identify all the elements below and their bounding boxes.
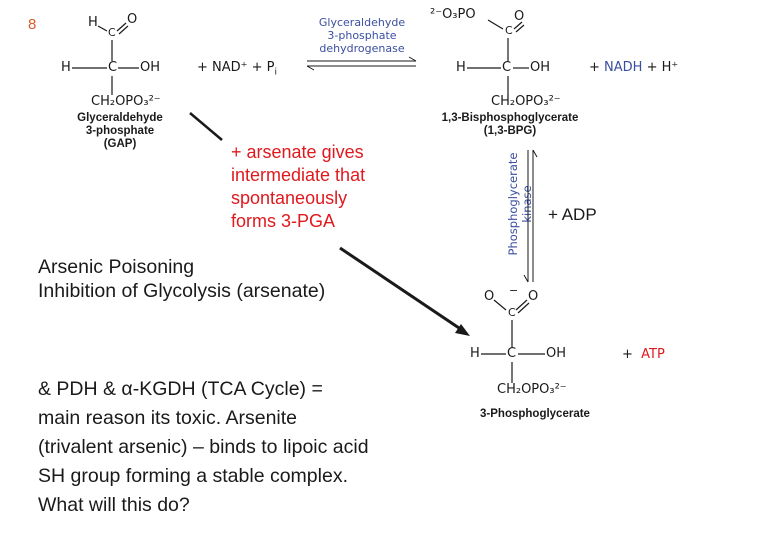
pgk-equilibrium-arrow <box>523 149 538 283</box>
pi-subscript: i <box>274 67 278 78</box>
reagents-nad-pi-text: + NAD⁺ + P <box>197 60 275 75</box>
bpg-oh: OH <box>530 60 551 75</box>
tca-text-line4: SH group forming a stable complex. <box>38 465 348 487</box>
pga-o-left: O <box>484 289 495 304</box>
bpg-bond-c-o-1 <box>513 21 523 30</box>
arsenate-note-line3: spontaneously <box>231 188 348 208</box>
pga-bond-o-left <box>493 299 507 311</box>
gap-bond-h-c <box>97 25 108 32</box>
arsenate-note-line2: intermediate that <box>231 165 366 185</box>
gap-name: Glyceraldehyde 3-phosphate (GAP) <box>72 112 168 151</box>
arsenate-bypass-arrow <box>339 246 470 336</box>
nadh-text: NADH <box>604 60 643 75</box>
slide-number: 8 <box>28 16 37 33</box>
arsenic-title: Arsenic Poisoning Inhibition of Glycolys… <box>38 255 325 303</box>
gap-bond-c-o-2 <box>118 25 129 35</box>
gap-bond-c-o-1 <box>116 22 127 32</box>
pga-c-mid: C <box>507 346 517 361</box>
gap-ch2-phosphate: CH₂OPO₃²⁻ <box>91 94 161 109</box>
bpg-h-left: H <box>456 60 466 75</box>
gap-c-mid: C <box>108 60 118 75</box>
gapdh-equilibrium-arrow <box>306 56 417 71</box>
bpg-c-mid: C <box>502 60 512 75</box>
atp-text: ATP <box>641 347 665 362</box>
pga-minus: − <box>509 284 519 297</box>
gap-carbonyl-c: C <box>108 26 116 39</box>
pga-ch2-phosphate: CH₂OPO₃²⁻ <box>497 382 567 397</box>
enzyme-gapdh-line2: 3-phosphate <box>327 29 397 42</box>
bpg-name-line2: (1,3-BPG) <box>483 125 537 137</box>
bpg-carbonyl-o: O <box>514 9 525 24</box>
adp-label: + ADP <box>548 205 597 224</box>
gap-name-line2: 3-phosphate <box>85 125 155 137</box>
gap-name-line3: (GAP) <box>103 138 137 150</box>
bpg-ch2-phosphate: CH₂OPO₃²⁻ <box>491 94 561 109</box>
gap-oh: OH <box>140 60 161 75</box>
pga-oh: OH <box>546 346 567 361</box>
bpg-bond-c-o-2 <box>515 24 525 33</box>
arsenate-note-line4: forms 3-PGA <box>231 211 336 231</box>
gap-name-line1: Glyceraldehyde <box>77 112 163 124</box>
arsenate-note-line1: + arsenate gives <box>231 142 364 162</box>
tca-text: & PDH & α-KGDH (TCA Cycle) = main reason… <box>38 375 369 520</box>
gap-h-left: H <box>61 60 71 75</box>
reagents-nad-pi: + NAD⁺ + Pi <box>197 60 277 78</box>
products-nadh: + NADH + H⁺ <box>589 60 679 75</box>
pga-bond-o-right-1 <box>515 299 528 311</box>
gap-carbonyl-o: O <box>127 12 138 27</box>
pga-name: 3-Phosphoglycerate <box>480 408 590 420</box>
pga-h-left: H <box>470 346 480 361</box>
pga-o-right: O <box>528 289 539 304</box>
gap-pointer-line <box>189 112 223 141</box>
pga-c-top: C <box>508 306 516 319</box>
tca-text-line1: & PDH & α-KGDH (TCA Cycle) = <box>38 378 323 400</box>
tca-text-line3: (trivalent arsenic) – binds to lipoic ac… <box>38 436 369 458</box>
arsenate-note: + arsenate gives intermediate that spont… <box>231 141 365 233</box>
pga-bond-o-right-2 <box>517 302 530 314</box>
bpg-name: 1,3-Bisphosphoglycerate (1,3-BPG) <box>420 112 600 138</box>
enzyme-gapdh-label: Glyceraldehyde 3-phosphate dehydrogenase <box>306 16 418 55</box>
arsenic-title-line2: Inhibition of Glycolysis (arsenate) <box>38 280 326 302</box>
tca-text-line2: main reason its toxic. Arsenite <box>38 407 298 429</box>
gap-aldehyde-h: H <box>88 15 98 30</box>
arsenic-title-line1: Arsenic Poisoning <box>38 256 195 278</box>
bpg-phosphate: ²⁻O₃PO <box>430 7 476 22</box>
bpg-bond-p-c <box>487 19 504 30</box>
atp-plus: + <box>622 347 633 362</box>
enzyme-gapdh-line3: dehydrogenase <box>319 42 405 55</box>
enzyme-gapdh-line1: Glyceraldehyde <box>318 16 406 29</box>
bpg-carbonyl-c: C <box>505 24 513 37</box>
tca-text-line5: What will this do? <box>38 494 190 516</box>
bpg-name-line1: 1,3-Bisphosphoglycerate <box>441 112 579 124</box>
atp-label: + ATP <box>622 347 665 362</box>
